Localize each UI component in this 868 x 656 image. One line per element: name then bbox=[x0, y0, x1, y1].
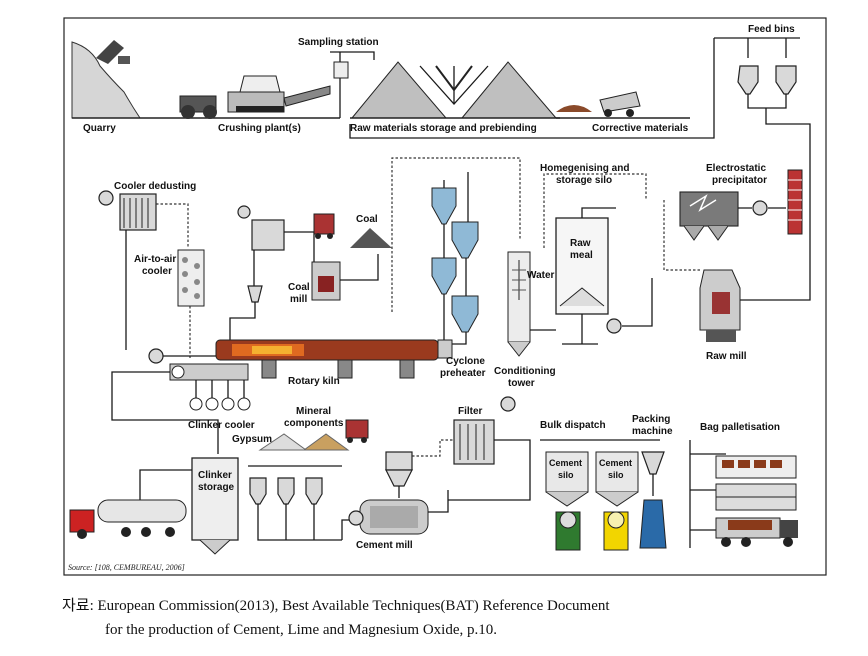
label-sampling-station: Sampling station bbox=[298, 37, 379, 48]
packing-machine bbox=[639, 451, 667, 549]
label-crushing-plant: Crushing plant(s) bbox=[218, 123, 301, 134]
label-air-to-air-2: cooler bbox=[142, 266, 172, 277]
cooler-dedusting bbox=[98, 190, 189, 248]
label-conditioning-1: Conditioning bbox=[494, 366, 556, 377]
air-to-air-cooler bbox=[125, 230, 205, 358]
label-quarry: Quarry bbox=[83, 123, 116, 134]
label-coal-mill-1: Coal bbox=[288, 282, 310, 293]
label-raw-materials-storage: Raw materials storage and prebiending bbox=[350, 123, 537, 134]
label-coal: Coal bbox=[356, 214, 378, 225]
label-air-to-air-1: Air-to-air bbox=[134, 254, 176, 265]
label-bag-palletisation: Bag palletisation bbox=[700, 422, 780, 433]
label-cyclone-1: Cyclone bbox=[446, 356, 485, 367]
feed-bins bbox=[349, 37, 811, 301]
label-packing-1: Packing bbox=[632, 414, 670, 425]
label-clinker-storage-2: storage bbox=[198, 482, 235, 493]
bag-palletisation bbox=[689, 440, 798, 548]
clinker-storage bbox=[139, 457, 239, 555]
label-conditioning-2: tower bbox=[508, 378, 535, 389]
label-clinker-storage-1: Clinker bbox=[198, 470, 232, 481]
electrostatic-precipitator bbox=[679, 169, 803, 241]
label-esp-2: precipitator bbox=[712, 175, 767, 186]
label-homogenising-1: Homegenising and bbox=[540, 163, 629, 174]
label-bulk-dispatch: Bulk dispatch bbox=[540, 420, 606, 431]
raw-materials-storage bbox=[350, 61, 560, 119]
raw-mill bbox=[699, 269, 741, 342]
caption-line-2: for the production of Cement, Lime and M… bbox=[105, 622, 497, 638]
clinker-cooler bbox=[111, 363, 251, 454]
gas-duct-rawmill bbox=[663, 200, 700, 271]
label-raw-meal-2: meal bbox=[570, 250, 593, 261]
bulk-dispatch bbox=[540, 439, 660, 551]
figure-caption: 자료: European Commission(2013), Best Avai… bbox=[62, 594, 852, 642]
label-homogenising-2: storage silo bbox=[556, 175, 612, 186]
label-cement-silo-a-2: silo bbox=[558, 470, 574, 480]
cyclone-preheater bbox=[431, 172, 479, 359]
label-water: Water bbox=[527, 270, 555, 281]
label-cooler-dedusting: Cooler dedusting bbox=[114, 181, 196, 192]
separator-filter bbox=[385, 396, 531, 501]
label-gypsum: Gypsum bbox=[232, 434, 272, 445]
gas-duct-kiln-preheater bbox=[391, 157, 521, 312]
corrective-materials bbox=[556, 91, 690, 119]
label-cement-silo-b-1: Cement bbox=[599, 458, 632, 468]
label-cyclone-2: preheater bbox=[440, 368, 486, 379]
label-coal-mill-2: mill bbox=[290, 294, 307, 305]
tanker-truck bbox=[69, 499, 187, 539]
label-feed-bins: Feed bins bbox=[748, 24, 795, 35]
label-packing-2: machine bbox=[632, 426, 673, 437]
label-cement-mill: Cement mill bbox=[356, 540, 413, 551]
homogenising-silo bbox=[530, 207, 653, 345]
source-note: Source: [108, CEMBUREAU, 2006] bbox=[68, 563, 185, 572]
label-raw-meal-1: Raw bbox=[570, 238, 591, 249]
label-mineral-2: components bbox=[284, 418, 344, 429]
conditioning-tower bbox=[507, 251, 531, 357]
label-rotary-kiln: Rotary kiln bbox=[288, 376, 340, 387]
label-esp-1: Electrostatic bbox=[706, 163, 766, 174]
label-clinker-cooler: Clinker cooler bbox=[188, 420, 255, 431]
label-mineral-1: Mineral bbox=[296, 406, 331, 417]
sampling-station bbox=[330, 51, 375, 118]
coal-mill bbox=[229, 205, 392, 340]
label-cement-silo-a-1: Cement bbox=[549, 458, 582, 468]
gas-duct-esp bbox=[543, 173, 647, 248]
crushing-plant-illustration bbox=[179, 75, 331, 119]
label-raw-mill: Raw mill bbox=[706, 351, 747, 362]
rotary-kiln bbox=[148, 339, 439, 379]
caption-line-1: 자료: European Commission(2013), Best Avai… bbox=[62, 598, 610, 614]
label-cement-silo-b-2: silo bbox=[608, 470, 624, 480]
quarry-illustration bbox=[71, 40, 141, 119]
cement-mill bbox=[341, 490, 449, 540]
label-corrective-materials: Corrective materials bbox=[592, 123, 689, 134]
label-filter: Filter bbox=[458, 406, 483, 417]
gypsum-mineral-components bbox=[248, 419, 369, 541]
